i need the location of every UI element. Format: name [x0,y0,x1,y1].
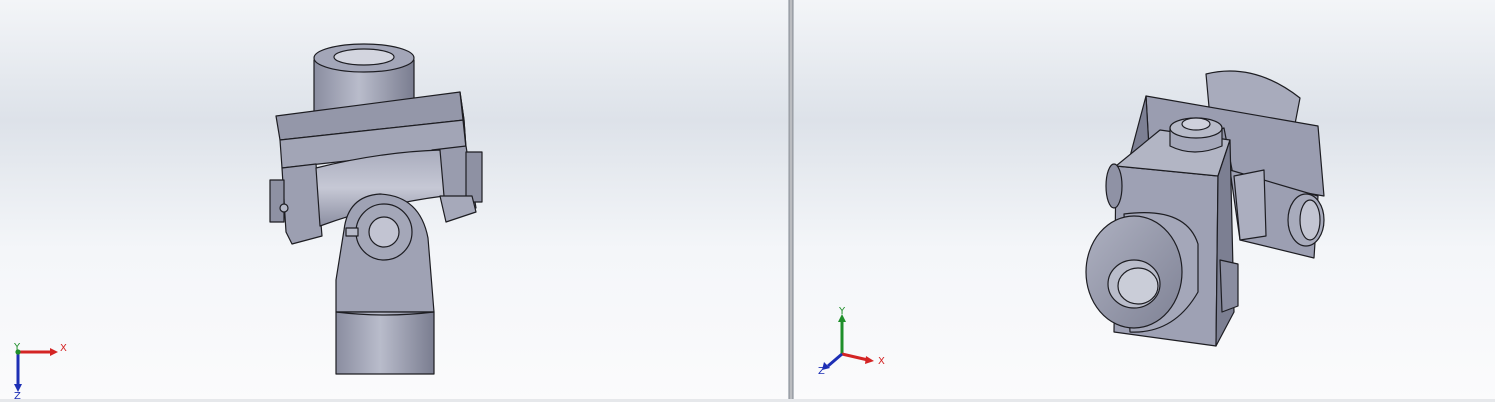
viewport-splitter[interactable] [788,0,794,402]
yoke-arm-right [1229,169,1325,259]
axis-y-label: Y [838,306,846,317]
lower-yoke [335,193,435,313]
front-hub [1085,212,1199,333]
axis-x-label: X [878,356,885,367]
right-model-canvas[interactable]: Y X Z [794,0,1495,402]
universal-joint-iso-view[interactable] [1085,70,1325,347]
viewport-left[interactable]: X Y Z [0,0,788,402]
axis-x-label: X [60,343,67,354]
universal-joint-front-view[interactable] [269,43,483,375]
bottom-status-strip [0,399,1495,402]
left-model-canvas[interactable]: X Y Z [0,0,788,402]
top-yoke [275,91,467,169]
viewport-right[interactable]: Y X Z [794,0,1495,402]
left-pin [1105,163,1123,209]
bottom-hub [335,311,435,375]
axis-z-label: Z [14,391,21,402]
cross-shaft [315,149,477,227]
axis-y-label: Y [13,342,21,353]
axis-z-label: Z [818,366,825,377]
axis-triad-right[interactable]: Y X Z [818,306,885,377]
axis-triad-left[interactable]: X Y Z [13,342,67,402]
top-pin [1169,117,1223,153]
